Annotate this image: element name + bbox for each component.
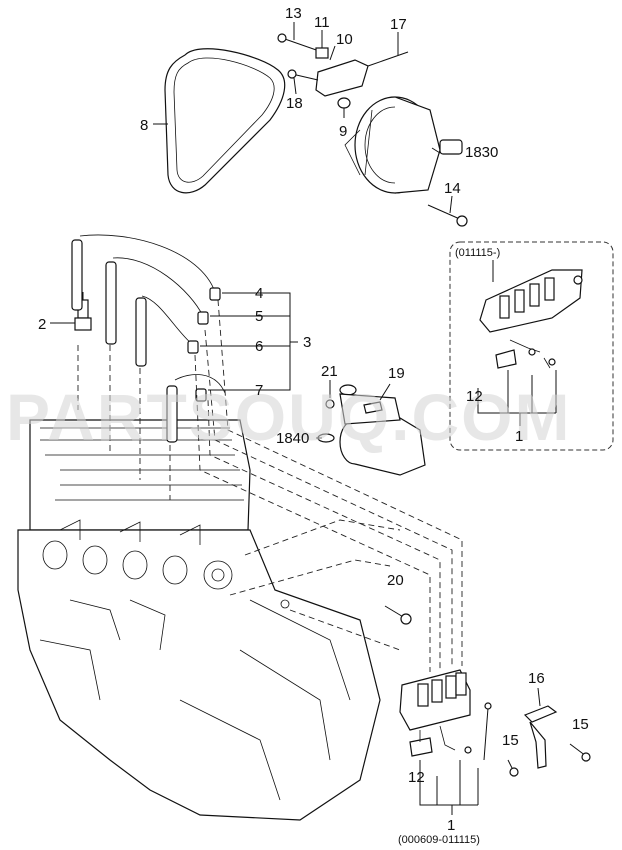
callout-7: 7 [255, 382, 263, 399]
ignition-wires [71, 234, 226, 443]
drive-belt [164, 48, 286, 194]
callout-18: 18 [286, 95, 303, 112]
bolt-13 [277, 33, 323, 53]
callout-15-right: 15 [572, 716, 589, 733]
inset-box [449, 241, 614, 451]
bolt-20 [384, 605, 412, 625]
bracket-11 [315, 47, 329, 59]
callout-1840: 1840 [276, 430, 309, 447]
watermark: PARTSOUQ.COM [6, 380, 571, 454]
callout-20: 20 [387, 572, 404, 589]
inset-caption: (011115-) [455, 247, 500, 259]
callout-12-main: 12 [408, 769, 425, 786]
callout-1830: 1830 [465, 144, 498, 161]
bolt-18 [287, 69, 319, 81]
callout-12-inset: 12 [466, 388, 483, 405]
callout-13: 13 [285, 5, 302, 22]
bolt-15b [569, 743, 591, 762]
engine-block [17, 419, 381, 821]
callout-5: 5 [255, 308, 263, 325]
callout-leaders [50, 22, 541, 707]
callout-14: 14 [444, 180, 461, 197]
ignition-coil-main [399, 669, 492, 761]
bolt-14 [427, 204, 468, 227]
callout-2: 2 [38, 316, 46, 333]
spacer-9 [337, 97, 351, 109]
callout-15-left: 15 [502, 732, 519, 749]
bolt-15a [507, 759, 519, 777]
alternator [344, 96, 463, 194]
callout-21: 21 [321, 363, 338, 380]
callout-1-main: 1 [447, 817, 455, 834]
callout-6: 6 [255, 338, 263, 355]
bolt-17 [367, 51, 409, 67]
dashed-leaders [77, 299, 463, 672]
bottom-caption: (000609-011115) [398, 834, 480, 846]
callout-9: 9 [339, 123, 347, 140]
callout-3: 3 [303, 334, 311, 351]
callout-8: 8 [140, 117, 148, 134]
starter-motor [317, 384, 426, 476]
callout-19: 19 [388, 365, 405, 382]
callout-4: 4 [255, 285, 263, 302]
callout-11: 11 [314, 14, 330, 31]
bracket-16 [523, 705, 558, 769]
callout-1-inset: 1 [515, 428, 523, 445]
alternator-bracket [315, 59, 369, 97]
ignition-coil-inset [477, 260, 583, 426]
callout-10: 10 [336, 31, 353, 48]
callout-17: 17 [390, 16, 407, 33]
callout-labels: 13 11 10 17 18 9 8 1830 14 2 4 5 6 3 7 2… [38, 5, 589, 834]
callout-16: 16 [528, 670, 545, 687]
